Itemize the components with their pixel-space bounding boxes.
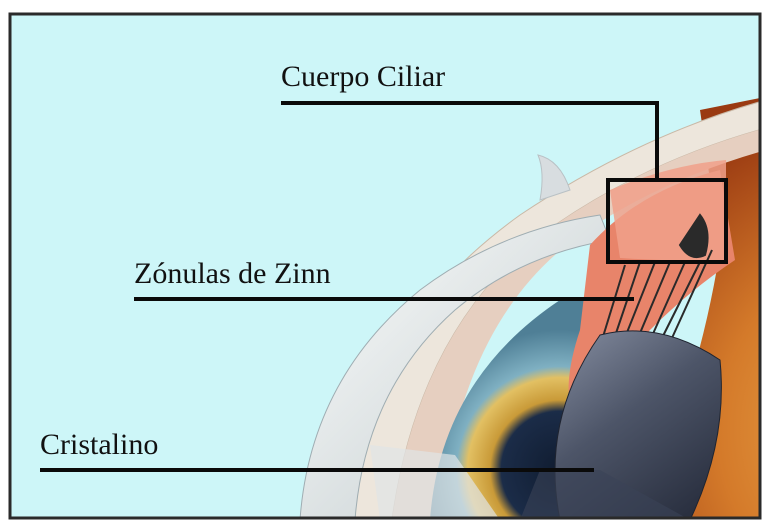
zonules-label: Zónulas de Zinn — [134, 259, 331, 289]
ciliary-body-label: Cuerpo Ciliar — [281, 62, 445, 92]
lens-label: Cristalino — [40, 430, 158, 460]
